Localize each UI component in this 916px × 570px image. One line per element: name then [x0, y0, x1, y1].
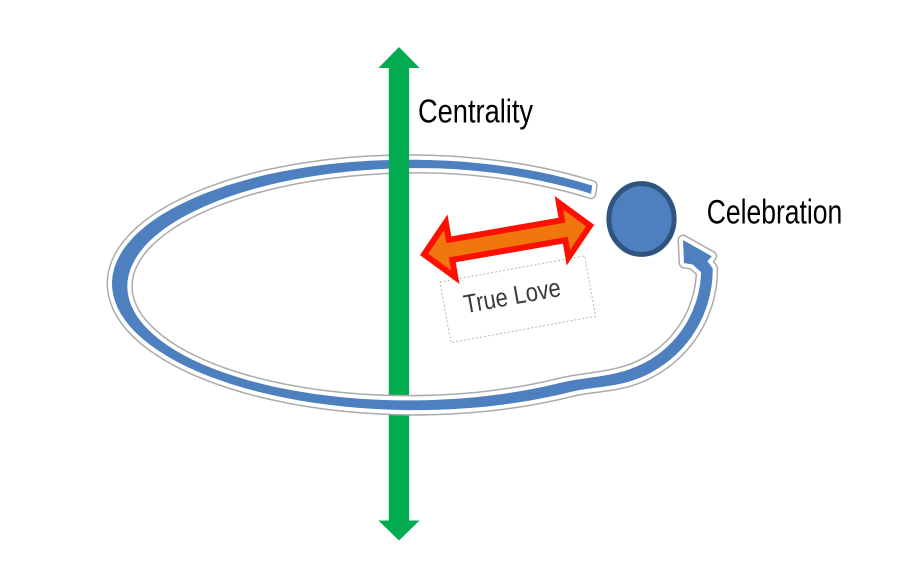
svg-text:Celebration: Celebration: [707, 193, 843, 231]
svg-text:Centrality: Centrality: [418, 92, 533, 129]
